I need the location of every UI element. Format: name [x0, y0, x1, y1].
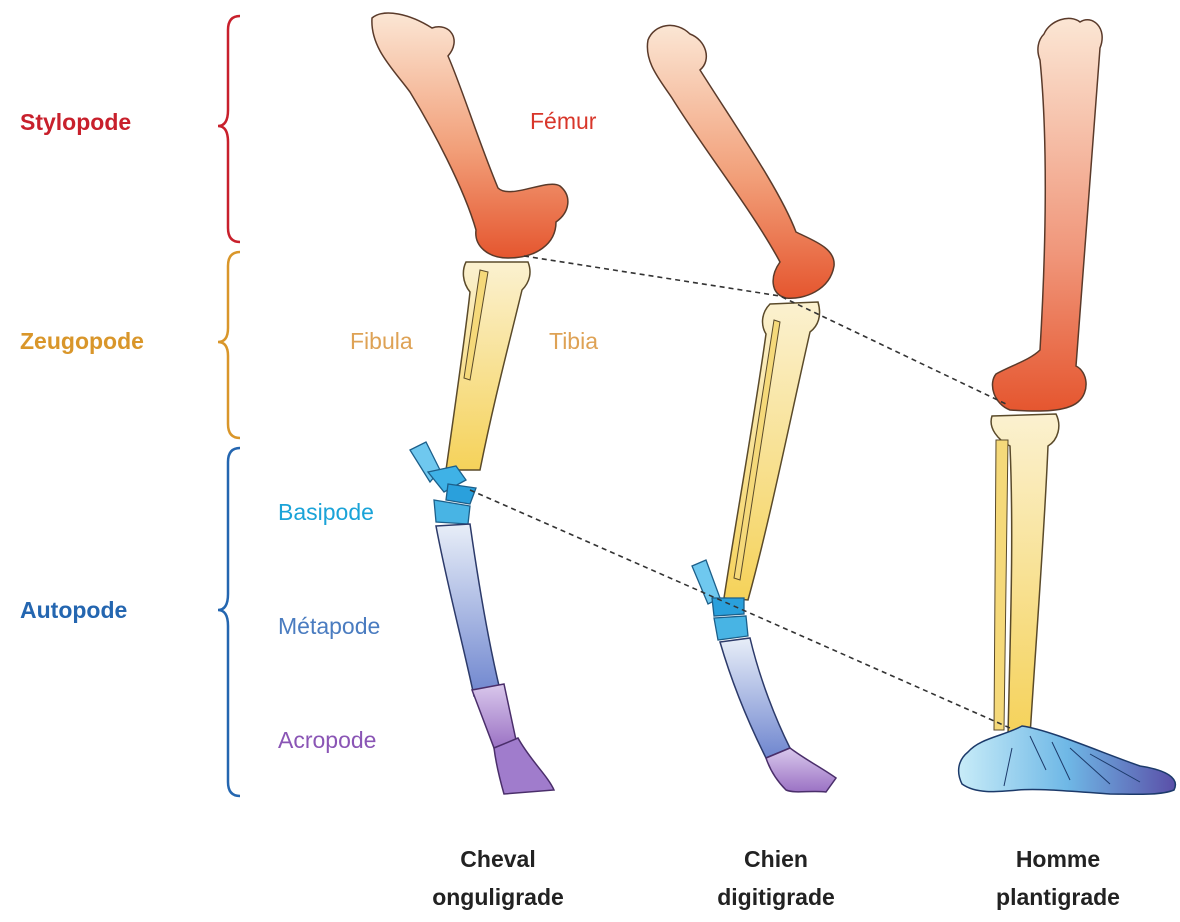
autopode-label: Autopode [20, 597, 127, 624]
horse-tibia [446, 262, 530, 470]
stylopode-label: Stylopode [20, 109, 131, 136]
animal-name: Cheval [388, 840, 608, 878]
horse-femur [372, 13, 568, 258]
fibula-label: Fibula [350, 328, 413, 355]
horse-cannon-bone [436, 524, 500, 696]
tibia-label: Tibia [549, 328, 598, 355]
dog-femur [647, 25, 834, 298]
human-foot [959, 726, 1176, 794]
caption-cheval: Cheval onguligrade [388, 840, 608, 916]
stylopode-bracket [218, 16, 240, 242]
metapode-label: Métapode [278, 613, 380, 640]
zeugopode-label: Zeugopode [20, 328, 144, 355]
dog-phalanges [766, 748, 836, 792]
animal-gait: plantigrade [948, 878, 1168, 916]
animal-name: Homme [948, 840, 1168, 878]
animal-gait: onguligrade [388, 878, 608, 916]
zeugopode-bracket [218, 252, 240, 438]
human-femur [992, 18, 1102, 411]
animal-gait: digitigrade [666, 878, 886, 916]
femur-label: Fémur [530, 108, 596, 135]
horse-hoof [494, 738, 554, 794]
autopode-bracket [218, 448, 240, 796]
acropode-label: Acropode [278, 727, 376, 754]
basipode-label: Basipode [278, 499, 374, 526]
dog-metatarsals [720, 638, 790, 758]
caption-homme: Homme plantigrade [948, 840, 1168, 916]
human-fibula [994, 440, 1008, 730]
horse-pastern [472, 684, 516, 748]
human-leg [959, 18, 1176, 794]
animal-name: Chien [666, 840, 886, 878]
dog-leg [647, 25, 836, 792]
caption-chien: Chien digitigrade [666, 840, 886, 916]
